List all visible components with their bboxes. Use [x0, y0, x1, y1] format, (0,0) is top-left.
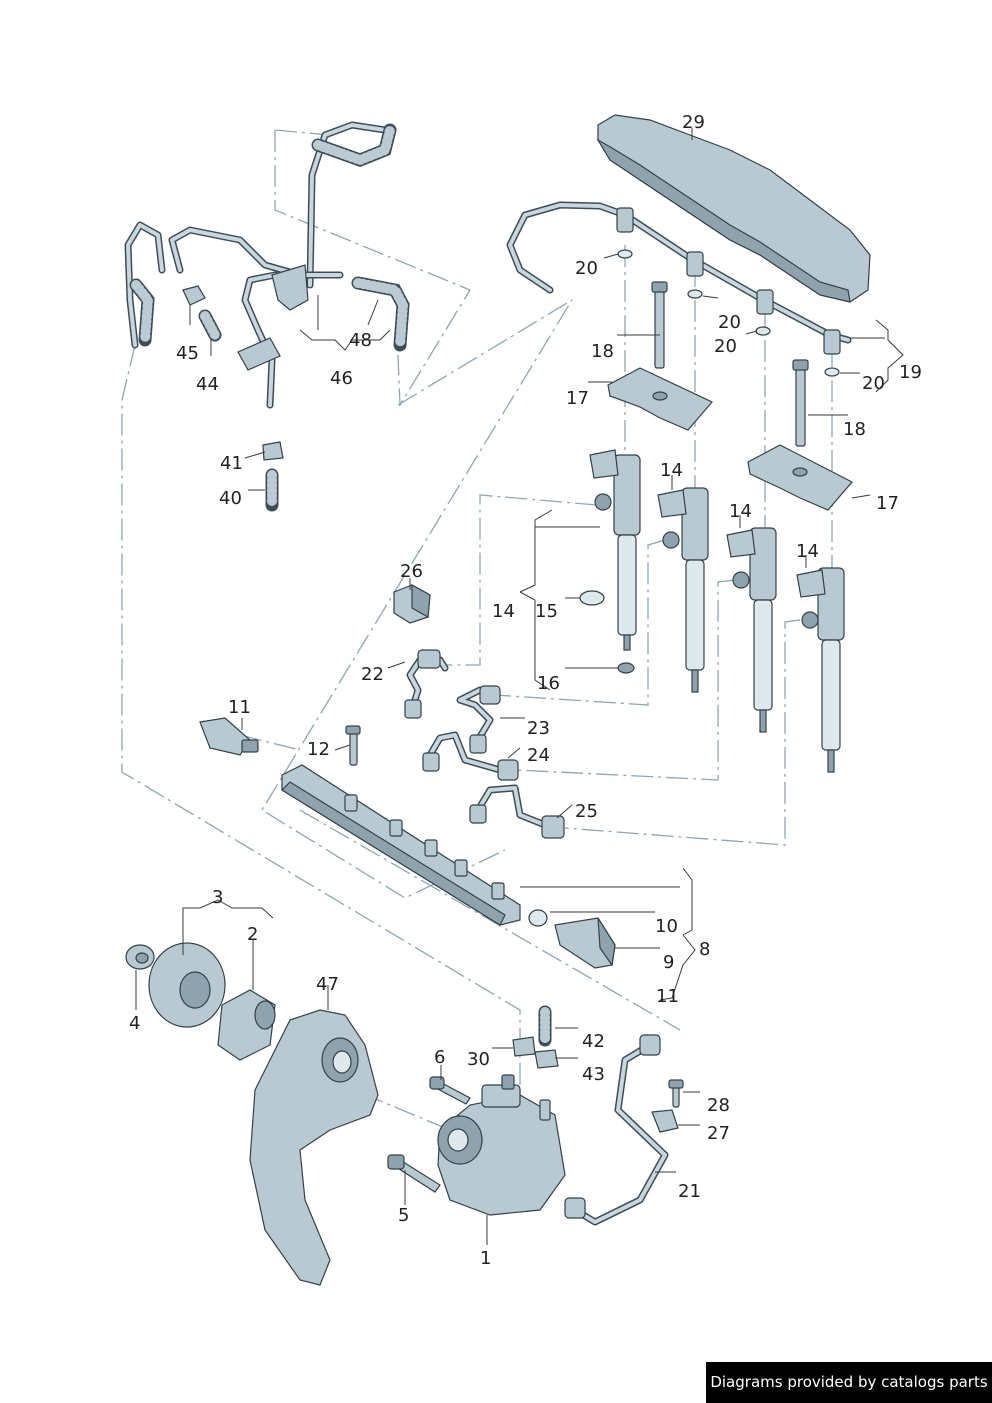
bolt-part-12 [345, 725, 361, 766]
callout-20-a: 20 [575, 258, 598, 279]
callout-11-lower: 11 [656, 986, 679, 1007]
callout-24: 24 [527, 745, 550, 766]
callout-26: 26 [400, 561, 423, 582]
pressure-sensor-part-11 [199, 717, 259, 756]
clamp-bolts-part-18 [651, 281, 809, 447]
callout-14-d: 14 [796, 541, 819, 562]
callout-18-a: 18 [591, 341, 614, 362]
callout-5: 5 [398, 1205, 409, 1226]
clip-part-43 [534, 1049, 559, 1069]
hose-clip-part-41 [262, 441, 284, 461]
callout-1: 1 [480, 1248, 491, 1269]
fuel-injectors-part-14 [589, 449, 845, 773]
high-pressure-pipes [404, 649, 565, 839]
bolt-part-28 [668, 1079, 684, 1108]
callout-43: 43 [582, 1064, 605, 1085]
callout-14-a: 14 [492, 601, 515, 622]
fuel-rail-part-8 [281, 764, 521, 926]
callout-18-b: 18 [843, 419, 866, 440]
callout-30: 30 [467, 1049, 490, 1070]
callout-14-c: 14 [729, 501, 752, 522]
callout-11-upper: 11 [228, 697, 251, 718]
engine-cover-part-29 [596, 114, 871, 303]
callout-47: 47 [316, 974, 339, 995]
callout-45: 45 [176, 343, 199, 364]
callout-15: 15 [535, 601, 558, 622]
callout-20-c: 20 [714, 336, 737, 357]
callout-19: 19 [899, 362, 922, 383]
callout-22: 22 [361, 664, 384, 685]
hub-part-2 [217, 989, 276, 1061]
high-pressure-pump-part-1 [437, 1074, 566, 1216]
callout-17-a: 17 [566, 388, 589, 409]
high-pressure-pipe-part-21 [564, 1034, 669, 1226]
o-ring-part-15 [579, 590, 605, 606]
callout-40: 40 [219, 488, 242, 509]
holder-part-26 [393, 583, 431, 624]
regulating-valve-part-9 [554, 917, 616, 969]
seal-rings-part-20 [617, 249, 840, 377]
callout-14-b: 14 [660, 460, 683, 481]
catalog-watermark: Diagrams provided by catalogs parts [706, 1362, 992, 1403]
seal-part-10 [528, 909, 548, 927]
callout-23: 23 [527, 718, 550, 739]
callout-17-b: 17 [876, 493, 899, 514]
return-line-part-19 [506, 201, 852, 355]
bolt-part-6 [429, 1076, 471, 1105]
callout-44: 44 [196, 374, 219, 395]
washer-part-16 [617, 662, 635, 674]
callout-2: 2 [247, 924, 258, 945]
callout-12: 12 [307, 739, 330, 760]
callout-9: 9 [663, 952, 674, 973]
injector-clamps-part-17 [607, 367, 853, 511]
callout-29: 29 [682, 112, 705, 133]
callout-42: 42 [582, 1031, 605, 1052]
callout-20-b: 20 [718, 312, 741, 333]
callout-6: 6 [434, 1047, 445, 1068]
hose-clip-part-45 [182, 285, 206, 306]
timing-cover-part-47 [249, 1009, 379, 1286]
callout-21: 21 [678, 1181, 701, 1202]
callout-10: 10 [655, 916, 678, 937]
callout-41: 41 [220, 453, 243, 474]
callout-16: 16 [537, 673, 560, 694]
callout-20-d: 20 [862, 373, 885, 394]
callout-25: 25 [575, 801, 598, 822]
callout-4: 4 [129, 1013, 140, 1034]
bracket-part-27 [651, 1109, 679, 1133]
sprocket-part-3 [148, 942, 226, 1028]
hose-part-48 [351, 276, 410, 352]
callout-27: 27 [707, 1123, 730, 1144]
callout-48: 48 [349, 330, 372, 351]
bolt-part-5 [387, 1154, 441, 1193]
callout-28: 28 [707, 1095, 730, 1116]
leader-lines [135, 128, 904, 1245]
nut-part-4 [125, 944, 155, 970]
clip-part-30 [512, 1036, 536, 1057]
callout-46: 46 [330, 368, 353, 389]
hose-piece-part-44 [198, 309, 222, 342]
callout-8: 8 [699, 939, 710, 960]
leak-off-lines-part-46 [124, 121, 397, 409]
callout-3: 3 [212, 887, 223, 908]
callout-labels: 1 2 3 4 5 6 8 9 10 11 11 12 14 14 14 14 … [129, 112, 922, 1269]
